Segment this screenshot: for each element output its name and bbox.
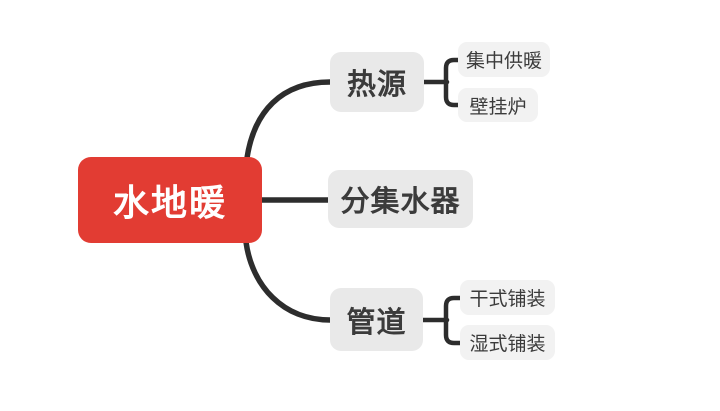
branch-node-pipe[interactable]: 管道 — [330, 288, 423, 351]
connector-root-to-heat-source — [244, 79, 333, 161]
connector-pipe-bracket — [443, 295, 463, 346]
child-node-wet-installation[interactable]: 湿式铺装 — [460, 325, 555, 360]
branch-node-heat-source[interactable]: 热源 — [330, 52, 424, 112]
branch-node-label: 分集水器 — [340, 186, 461, 218]
branch-node-manifold[interactable]: 分集水器 — [328, 170, 473, 228]
root-node-water-floor-heating[interactable]: 水地暖 — [78, 157, 262, 243]
connector-root-to-pipe — [243, 239, 333, 323]
child-node-central-heating[interactable]: 集中供暖 — [458, 42, 550, 77]
child-node-label: 干式铺装 — [469, 289, 546, 310]
root-node-label: 水地暖 — [112, 182, 227, 223]
child-node-label: 湿式铺装 — [469, 334, 546, 355]
child-node-dry-installation[interactable]: 干式铺装 — [460, 280, 555, 315]
child-node-label: 壁挂炉 — [469, 96, 527, 118]
child-node-wall-hung-boiler[interactable]: 壁挂炉 — [458, 88, 538, 122]
branch-node-label: 热源 — [346, 69, 407, 101]
child-node-label: 集中供暖 — [465, 51, 542, 72]
branch-node-label: 管道 — [346, 306, 407, 339]
connector-heat-source-bracket — [443, 57, 461, 108]
